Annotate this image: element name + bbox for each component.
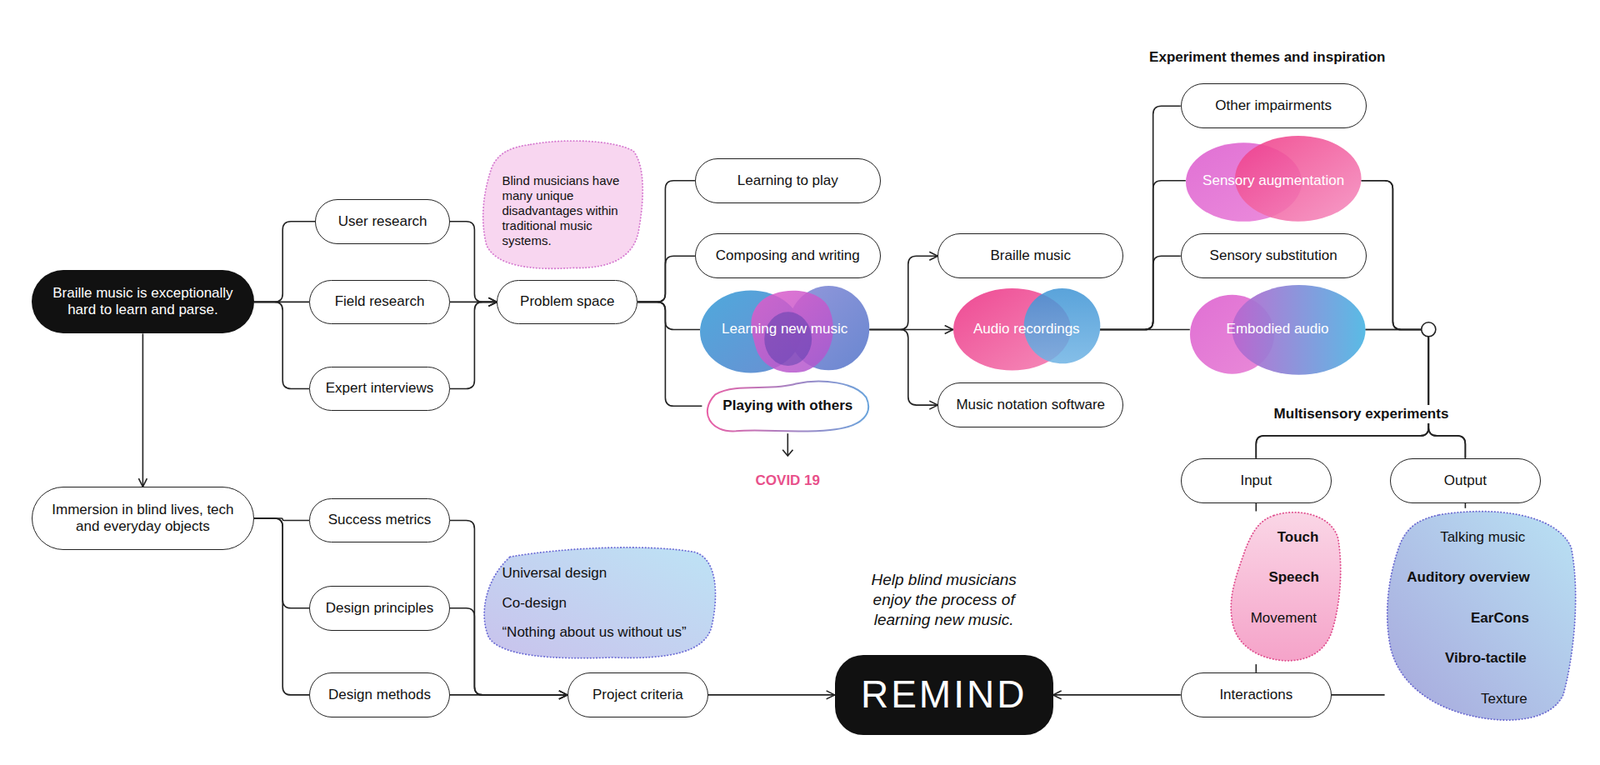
node-text: Co-design <box>501 594 567 611</box>
node-text: EarCons <box>1470 610 1530 627</box>
annotation-label: Multisensory experiments <box>1270 405 1453 424</box>
connector-line <box>254 518 310 695</box>
connector-arrow <box>869 255 938 330</box>
connector-line <box>254 518 310 609</box>
node-text: Talking music <box>1440 529 1525 546</box>
blob-shape: Blind musicians have many unique disadva… <box>481 139 645 272</box>
node-text: Learning to play <box>737 172 839 190</box>
node-text: Design principles <box>325 600 434 617</box>
process-box: Output <box>1390 458 1541 504</box>
blob-shape: Audio recordings <box>953 287 1100 371</box>
node-text: User research <box>338 213 428 230</box>
node-text: Music notation software <box>955 396 1105 414</box>
node-text: Design methods <box>328 686 431 704</box>
node-text: Input <box>1240 472 1272 490</box>
node-text: Texture <box>1480 690 1528 708</box>
connector-line <box>1465 503 1467 509</box>
connector-line <box>254 221 316 303</box>
node-text: Output <box>1444 472 1487 490</box>
node-text: Auditory overview <box>1406 569 1530 586</box>
node-text: Blind musicians have many unique disadva… <box>501 173 630 249</box>
node-text: Braille music <box>990 247 1071 265</box>
blob-shape: Universal designCo-design “Nothing about … <box>481 545 719 664</box>
node-text: REMIND <box>860 671 1027 718</box>
process-box: Project criteria <box>567 672 709 718</box>
connector-line <box>1331 694 1385 696</box>
node-text: Other impairments <box>1215 97 1332 115</box>
connector-arrow <box>869 330 938 406</box>
process-box: Braille music <box>937 233 1124 279</box>
junction-circle <box>1421 322 1436 337</box>
annotation-label: Experiment themes and inspiration <box>1149 49 1385 66</box>
process-box: Learning to play <box>695 158 881 204</box>
connector-line <box>1100 105 1181 330</box>
node-text: Field research <box>335 293 425 310</box>
process-box: Success metrics <box>309 498 450 544</box>
connector-arrow <box>450 520 568 695</box>
node-text: Embodied audio <box>1226 320 1330 338</box>
logo-box: REMIND <box>835 655 1054 735</box>
blob-shape: Embodied audio <box>1190 285 1366 375</box>
process-box: Music notation software <box>937 382 1124 428</box>
blob-shape: Sensory augmentation <box>1185 137 1362 224</box>
node-text: Immersion in blind lives, tech and every… <box>45 501 240 536</box>
node-text: “Nothing about us without us” <box>501 624 686 641</box>
node-text: Project criteria <box>592 686 684 704</box>
node-text: Speech <box>1268 569 1319 586</box>
node-text: Success metrics <box>328 511 432 529</box>
annotation-label: Help blind musicians enjoy the process o… <box>854 570 1034 630</box>
covid-arrow-head <box>782 450 793 456</box>
process-box: Expert interviews <box>309 366 450 412</box>
node-text: Learning new music <box>721 320 848 338</box>
connector-line <box>637 301 702 406</box>
connector-arrow <box>450 301 497 389</box>
blob-shape: Talking musicAuditory overviewEarConsVib… <box>1385 508 1580 725</box>
connector-arrow <box>142 333 145 487</box>
blob-shape: Playing with others <box>701 376 874 436</box>
process-box: Sensory substitution <box>1180 233 1367 279</box>
node-text: Vibro-tactile <box>1445 650 1527 667</box>
annotation-label: COVID 19 <box>755 472 820 490</box>
node-text: Audio recordings <box>973 320 1080 338</box>
node-text: Braille music is exceptionally hard to l… <box>45 285 240 320</box>
connector-arrow <box>1053 694 1181 696</box>
process-box: Field research <box>309 280 450 325</box>
node-text: Problem space <box>520 293 615 310</box>
process-box: Problem space <box>496 280 638 325</box>
process-box: User research <box>315 199 450 245</box>
node-text: Universal design <box>501 565 607 582</box>
node-text: Composing and writing <box>715 247 860 265</box>
node-text: Expert interviews <box>325 380 434 397</box>
connector-arrow <box>708 694 835 696</box>
connector-line <box>637 255 695 302</box>
process-box: Composing and writing <box>695 233 881 279</box>
connector-line <box>1365 330 1465 459</box>
node-text: Touch <box>1277 529 1320 546</box>
root-box: Braille music is exceptionally hard to l… <box>31 270 255 334</box>
process-box: Other impairments <box>1180 83 1367 129</box>
process-box: Design principles <box>309 585 450 631</box>
node-text: Playing with others <box>722 397 853 415</box>
covid-arrow-line <box>787 433 790 455</box>
blob-shape: Learning new music <box>700 285 870 375</box>
node-text: Sensory augmentation <box>1202 172 1345 190</box>
connector-line <box>637 180 695 303</box>
node-text: Sensory substitution <box>1210 247 1338 265</box>
process-box: Input <box>1180 458 1332 504</box>
connector-line <box>1255 503 1258 512</box>
blob-shape: TouchSpeechMovement <box>1228 510 1343 665</box>
node-text: Interactions <box>1219 686 1293 704</box>
process-box: Immersion in blind lives, tech and every… <box>31 486 255 550</box>
connector-line <box>1100 329 1190 331</box>
process-box: Design methods <box>309 672 450 718</box>
connector-line <box>1255 664 1258 673</box>
connector-line <box>254 301 310 389</box>
process-box: Interactions <box>1180 672 1332 718</box>
connector-line <box>637 301 700 330</box>
connector-arrow <box>450 694 568 696</box>
node-text: Movement <box>1250 610 1317 627</box>
